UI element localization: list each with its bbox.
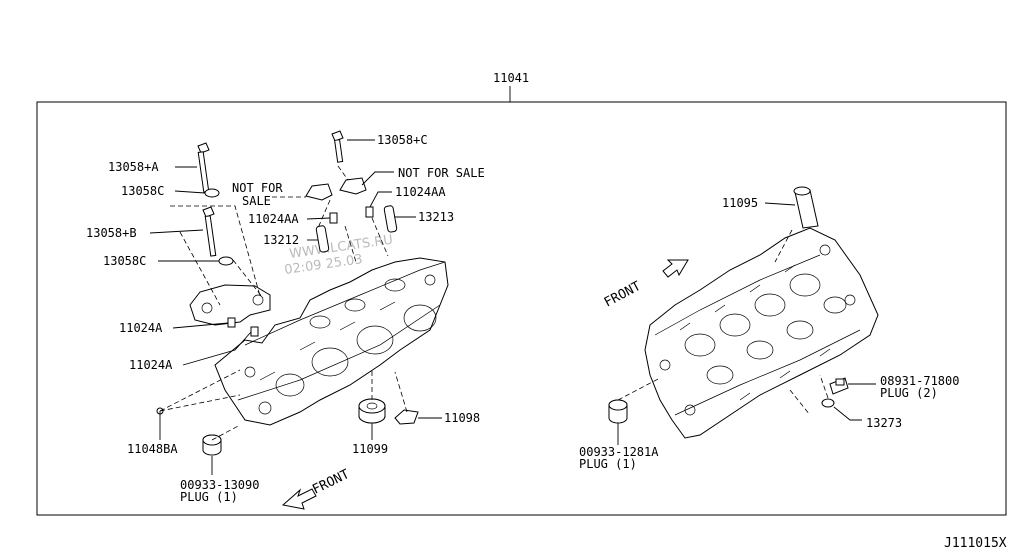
front-label-right: FRONT (602, 279, 644, 311)
label-plug2-qty: PLUG (2) (880, 386, 938, 400)
label-11024aa-left: 11024AA (248, 212, 299, 226)
label-11099: 11099 (352, 442, 388, 456)
label-11048ba: 11048BA (127, 442, 178, 456)
figure-id: J111015X (944, 536, 1007, 551)
label-13058-b: 13058+B (86, 226, 137, 240)
dowel-11024a-lower (250, 326, 259, 337)
tube-13213 (383, 205, 398, 233)
label-plug-left-qty: PLUG (1) (180, 490, 238, 504)
washer-13058c-upper (204, 188, 220, 198)
label-11024aa-right: 11024AA (395, 185, 446, 199)
bolt-13058-b (202, 206, 217, 257)
seal-13273 (821, 398, 835, 408)
label-11024a-lower: 11024A (129, 358, 173, 372)
label-13213: 13213 (418, 210, 454, 224)
cap-left-not-for-sale (305, 183, 333, 201)
plug-00933-13090 (202, 434, 222, 456)
seal-11099 (358, 398, 386, 424)
seal-11098 (394, 409, 419, 425)
bolt-13058-a (197, 142, 210, 193)
dowel-11024aa-left (329, 212, 338, 224)
label-not-for-sale-right: NOT FOR SALE (398, 166, 485, 180)
label-11024a-upper: 11024A (119, 321, 163, 335)
label-not-for-sale-left-1: NOT FOR (232, 181, 283, 195)
washer-13058c-lower (218, 256, 234, 266)
tube-11095 (793, 186, 819, 229)
front-arrow-left: FRONT (281, 467, 352, 510)
cap-right-not-for-sale (339, 177, 367, 195)
plug-08931-71800 (829, 377, 849, 395)
label-plug-right-no: 00933-1281A (579, 445, 659, 459)
label-plug-left-no: 00933-13090 (180, 478, 259, 492)
assembly-label: 11041 (493, 71, 529, 85)
front-arrow-right: FRONT (602, 259, 689, 311)
label-not-for-sale-left-2: SALE (242, 194, 271, 208)
front-label-left: FRONT (310, 467, 352, 498)
tube-13212 (315, 225, 330, 253)
dowel-11024a-upper (227, 317, 236, 328)
bolt-13058-c (331, 130, 344, 163)
label-11095: 11095 (722, 196, 758, 210)
label-plug2-no: 08931-71800 (880, 374, 959, 388)
label-13058-c: 13058+C (377, 133, 428, 147)
label-11098: 11098 (444, 411, 480, 425)
label-13058c-upper: 13058C (121, 184, 164, 198)
dowel-11024aa-right (365, 206, 374, 218)
left-cylinder-head (189, 257, 449, 426)
label-13058-a: 13058+A (108, 160, 159, 174)
right-cylinder-head (644, 227, 879, 439)
label-13273: 13273 (866, 416, 902, 430)
plug-00933-1281a (608, 399, 628, 424)
label-13212: 13212 (263, 233, 299, 247)
label-13058c-lower: 13058C (103, 254, 146, 268)
assembly-frame (36, 101, 1007, 516)
label-plug-right-qty: PLUG (1) (579, 457, 637, 471)
